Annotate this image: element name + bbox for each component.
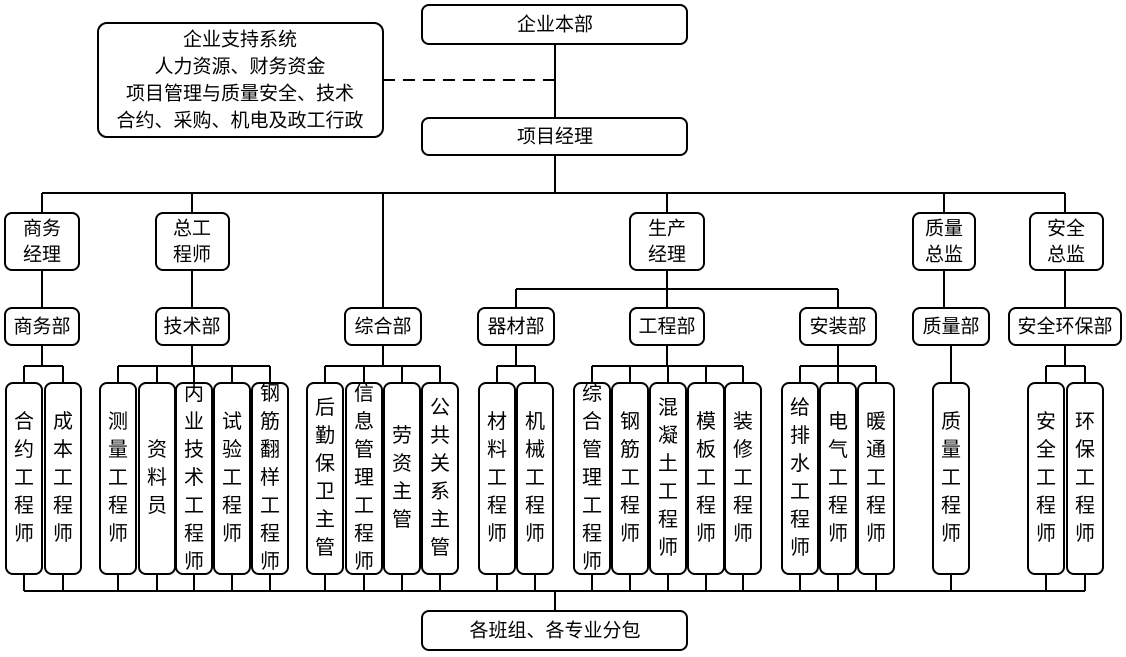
production-manager-node: 生产 经理 [629,212,705,271]
role-label: 内业技术工程师 [184,381,204,573]
subcontractors-label: 各班组、各专业分包 [469,620,640,642]
support-system-node: 企业支持系统 人力资源、财务资金 项目管理与质量安全、技术 合约、采购、机电及政… [97,22,384,138]
role-label: 成本工程师 [53,409,73,545]
svg-text:质量: 质量 [925,218,963,240]
chief-engineer-node: 总工 程师 [155,212,230,271]
svg-text:总监: 总监 [925,244,963,266]
role-rebar-detail-engineer: 钢筋翻样工程师 [251,381,289,575]
svg-text:商务部: 商务部 [13,316,70,338]
role-label: 钢筋工程师 [620,409,640,545]
role-label: 电气工程师 [828,409,848,545]
svg-text:经理: 经理 [648,244,686,266]
role-label: 综合管理工程师 [582,381,602,573]
commerce-manager-node: 商务 经理 [4,212,80,271]
role-label: 合约工程师 [14,409,34,545]
role-machinery-engineer: 机械工程师 [516,382,554,575]
role-logistics-supervisor: 后勤保卫主管 [306,382,344,575]
role-label: 质量工程师 [941,409,961,545]
svg-text:安装部: 安装部 [809,316,866,338]
role-info-mgmt-engineer: 信息管理工程师 [345,381,383,575]
role-label: 给排水工程师 [790,395,810,559]
role-pr-supervisor: 公共关系主管 [421,382,459,575]
safety-director-node: 安全 总监 [1029,212,1104,271]
role-label: 公共关系主管 [430,395,450,559]
svg-text:经理: 经理 [23,244,61,266]
role-labor-supervisor: 劳资主管 [383,382,421,575]
quality-director-node: 质量 总监 [912,212,976,271]
role-cost-engineer: 成本工程师 [44,382,82,575]
role-boxes: 合约工程师 成本工程师 测量工程师 资料员 内业技术工程师 试验工程师 钢筋翻样… [5,381,1104,575]
role-contract-engineer: 合约工程师 [5,382,43,575]
role-material-engineer: 材料工程师 [478,382,516,575]
dept-commerce: 商务部 [4,307,80,346]
project-manager-label: 项目经理 [517,126,593,148]
svg-text:器材部: 器材部 [487,316,544,338]
role-label: 后勤保卫主管 [315,395,335,559]
role-label: 劳资主管 [392,423,412,531]
svg-text:安全: 安全 [1047,218,1085,240]
role-rebar-engineer: 钢筋工程师 [611,382,649,575]
role-label: 模板工程师 [696,409,716,545]
role-test-engineer: 试验工程师 [213,382,251,575]
support-line-4: 合约、采购、机电及政工行政 [116,110,363,132]
subcontractors-node: 各班组、各专业分包 [421,610,688,651]
support-line-2: 人力资源、财务资金 [154,56,325,78]
role-label: 混凝土工程师 [658,395,678,559]
role-office-tech-engineer: 内业技术工程师 [175,381,213,575]
role-label: 钢筋翻样工程师 [260,381,280,573]
role-general-mgmt-engineer: 综合管理工程师 [573,381,611,575]
role-concrete-engineer: 混凝土工程师 [649,382,687,575]
role-label: 暖通工程师 [866,409,886,545]
dept-general: 综合部 [344,307,422,346]
svg-text:质量部: 质量部 [922,316,979,338]
svg-text:综合部: 综合部 [354,316,411,338]
role-decoration-engineer: 装修工程师 [724,382,762,575]
role-label: 机械工程师 [525,409,545,545]
role-label: 资料员 [147,437,167,517]
role-hvac-engineer: 暖通工程师 [857,382,895,575]
role-label: 信息管理工程师 [354,381,374,573]
role-electrical-engineer: 电气工程师 [819,382,857,575]
role-label: 安全工程师 [1036,409,1056,545]
dept-tech: 技术部 [155,307,230,346]
svg-text:总监: 总监 [1047,244,1085,266]
support-line-3: 项目管理与质量安全、技术 [126,83,354,105]
svg-text:商务: 商务 [23,218,61,240]
role-label: 材料工程师 [487,409,507,545]
role-label: 环保工程师 [1075,409,1095,545]
role-survey-engineer: 测量工程师 [99,382,137,575]
project-manager-node: 项目经理 [421,117,688,156]
role-plumbing-engineer: 给排水工程师 [781,382,819,575]
support-line-1: 企业支持系统 [183,29,297,51]
role-safety-engineer: 安全工程师 [1027,382,1065,575]
role-env-engineer: 环保工程师 [1066,382,1104,575]
svg-text:技术部: 技术部 [163,316,220,338]
role-label: 装修工程师 [733,409,753,545]
svg-text:总工: 总工 [173,218,211,240]
dept-safety-env: 安全环保部 [1008,307,1122,346]
role-documentation: 资料员 [138,382,176,575]
svg-text:程师: 程师 [173,244,211,266]
role-label: 测量工程师 [108,409,128,545]
dept-engineering: 工程部 [629,307,705,346]
hq-node: 企业本部 [421,4,688,45]
connector-lines [23,44,1086,611]
dept-quality: 质量部 [912,307,990,346]
dept-install: 安装部 [799,307,877,346]
svg-text:安全环保部: 安全环保部 [1017,316,1112,338]
svg-text:生产: 生产 [648,218,686,240]
role-formwork-engineer: 模板工程师 [687,382,725,575]
hq-label: 企业本部 [517,14,593,36]
dept-equipment: 器材部 [477,307,555,346]
role-label: 试验工程师 [222,409,242,545]
role-quality-engineer: 质量工程师 [932,382,970,575]
svg-text:工程部: 工程部 [638,316,695,338]
